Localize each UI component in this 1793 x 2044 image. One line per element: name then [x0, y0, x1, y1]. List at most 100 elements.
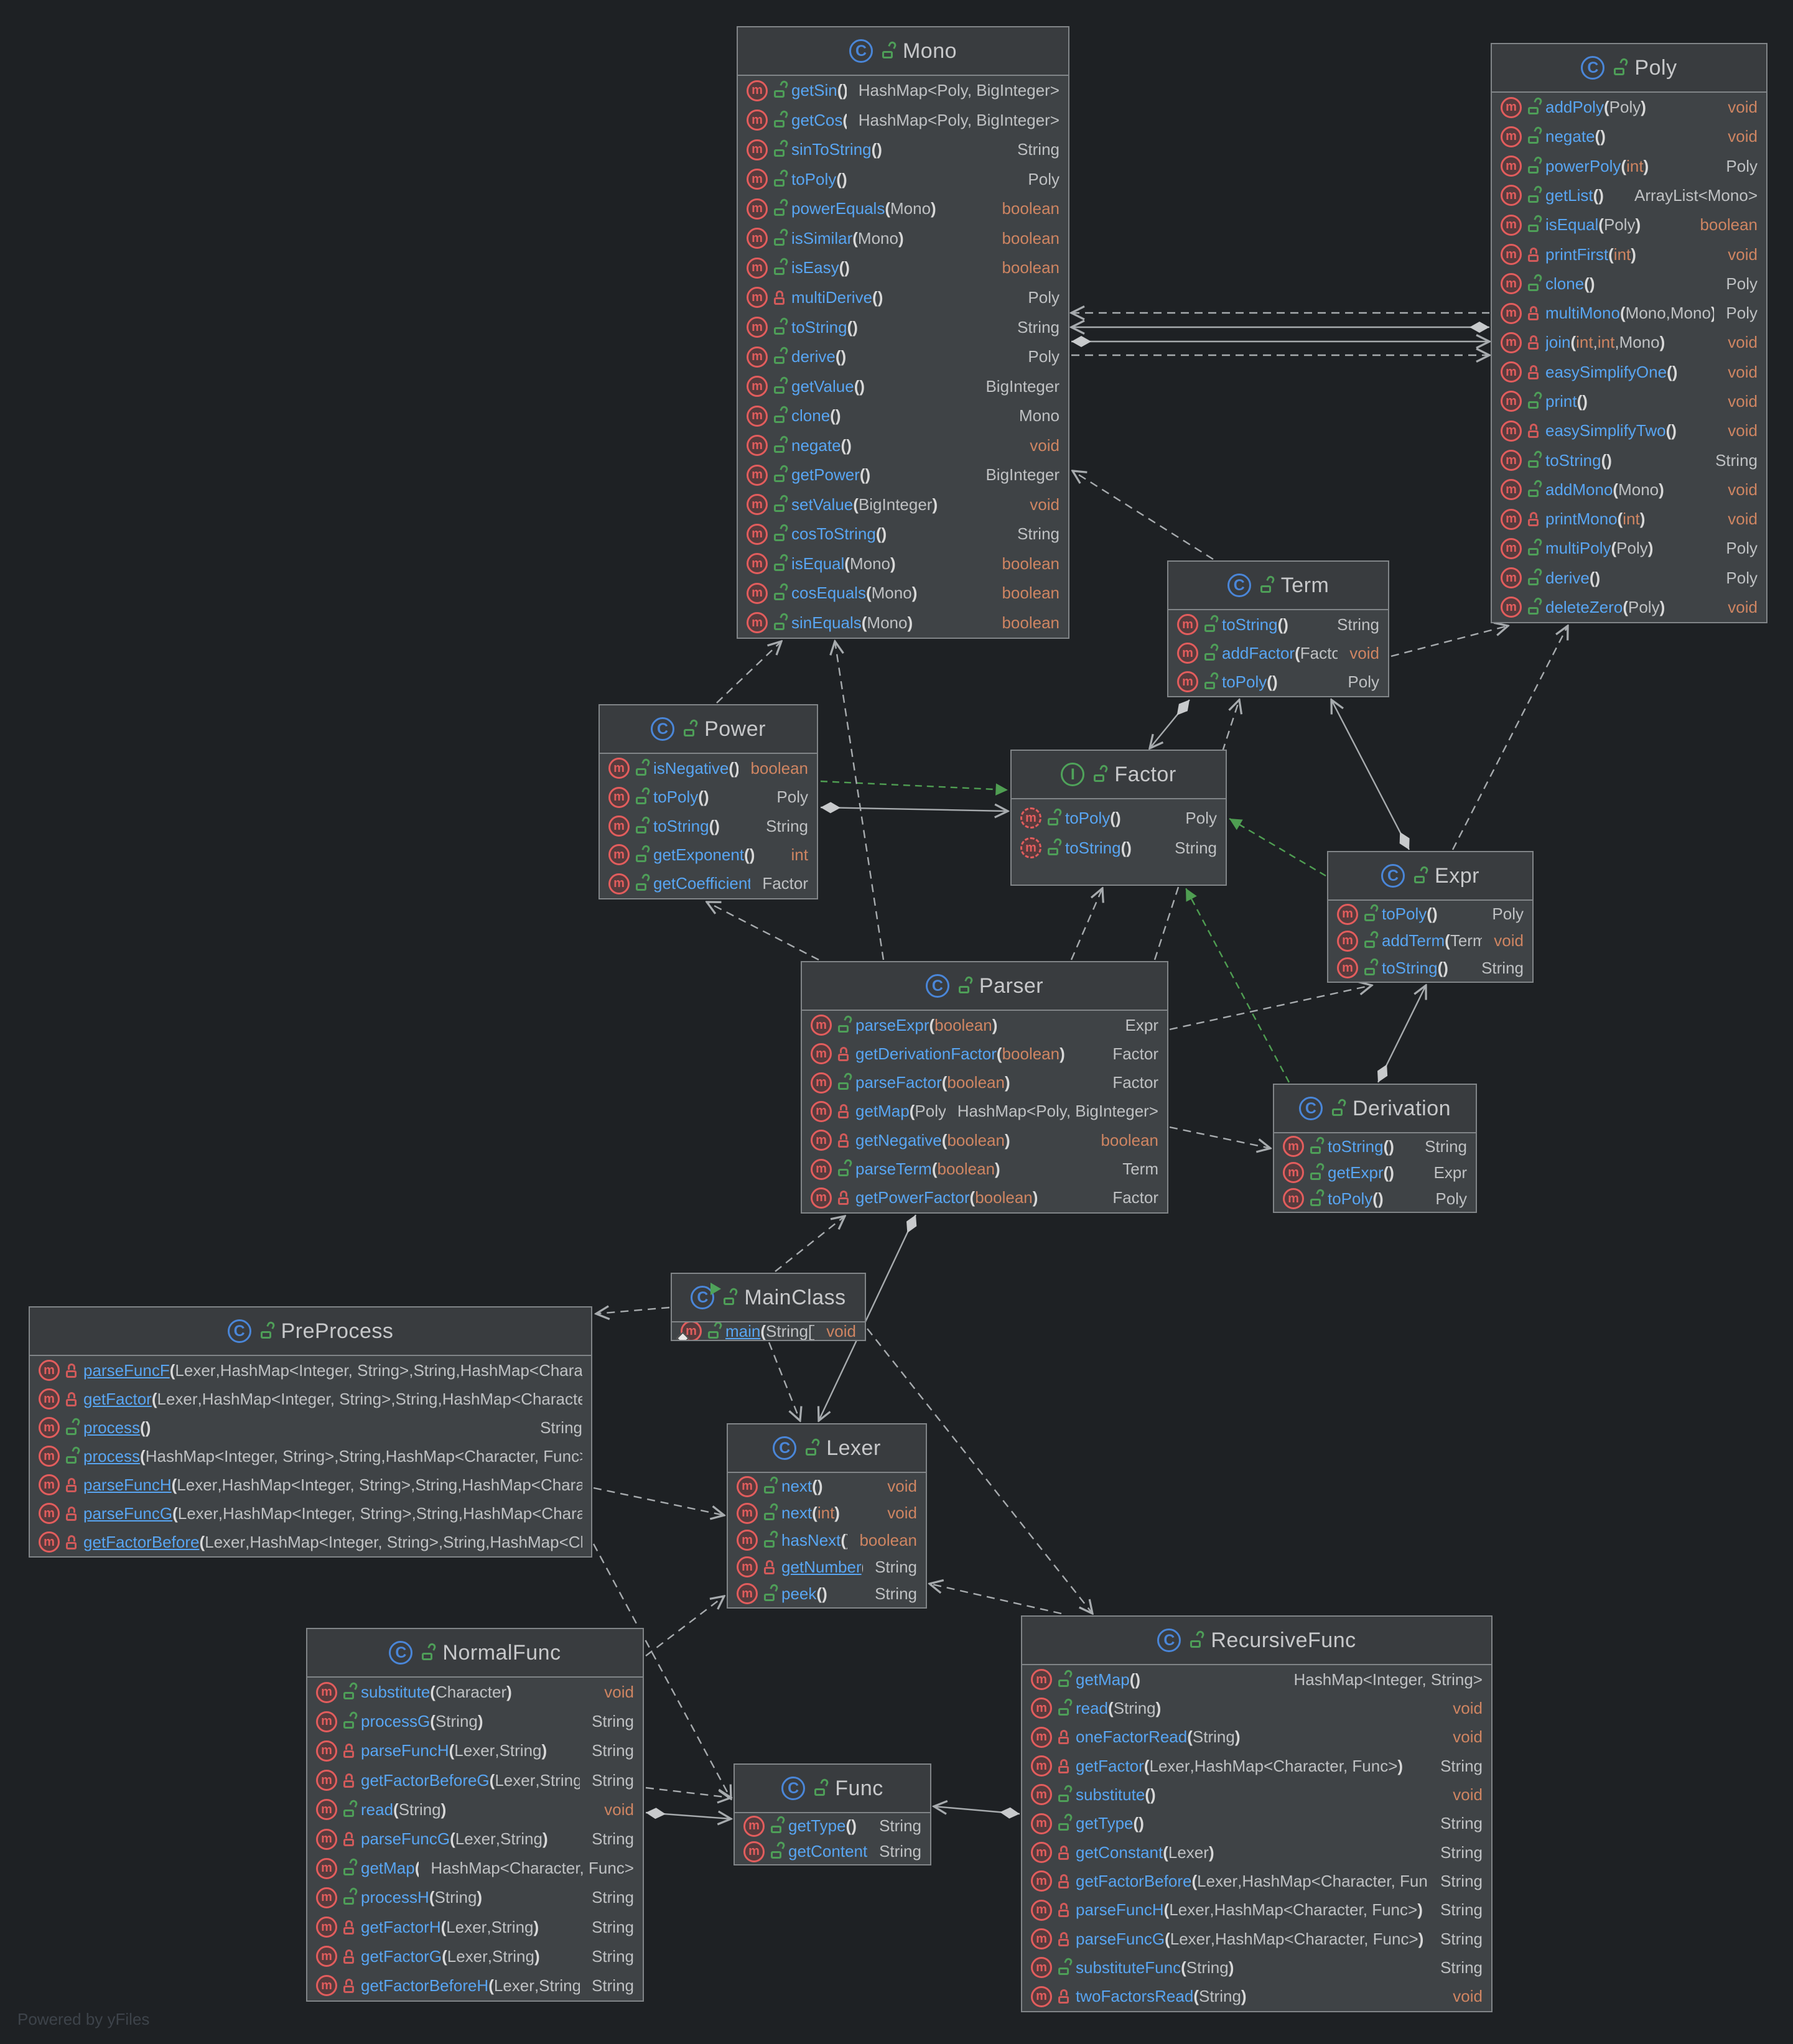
edge-preprocess-depends-func[interactable]	[592, 1543, 731, 1799]
edge-parser-depends-expr[interactable]	[1169, 985, 1372, 1031]
edge-recursivefunc-depends-lexer[interactable]	[929, 1584, 1062, 1615]
edge-power-aggregates-factor[interactable]	[820, 807, 1008, 811]
edge-parser-depends-mono[interactable]	[835, 641, 885, 960]
edge-normalfunc-aggregates-func[interactable]	[645, 1813, 731, 1819]
class-box-power[interactable]: CPowermisNegative()booleanmtoPoly()Polym…	[598, 704, 818, 899]
edge-mainclass-depends-parser[interactable]	[775, 1216, 845, 1272]
edge-expr-implements-factor[interactable]	[1229, 817, 1326, 877]
edge-power-implements-factor[interactable]	[820, 780, 1008, 796]
edge-term-depends-poly[interactable]	[1390, 626, 1508, 657]
class-box-term[interactable]: CTermmtoString()StringmaddFactor(Factor)…	[1167, 560, 1389, 697]
edge-mainclass-depends-lexer[interactable]	[768, 1342, 800, 1421]
edge-parser-aggregates-lexer[interactable]	[819, 1214, 916, 1421]
edge-term-depends-mono[interactable]	[1073, 471, 1214, 560]
edge-derivation-implements-factor[interactable]	[1185, 888, 1290, 1083]
edge-expr-depends-poly[interactable]	[1451, 626, 1568, 850]
edge-power-depends-mono[interactable]	[716, 641, 781, 704]
edge-parser-depends-power[interactable]	[707, 902, 819, 961]
edge-recursivefunc-aggregates-func[interactable]	[934, 1806, 1020, 1814]
edge-expr-aggregates-term[interactable]	[1331, 700, 1410, 850]
